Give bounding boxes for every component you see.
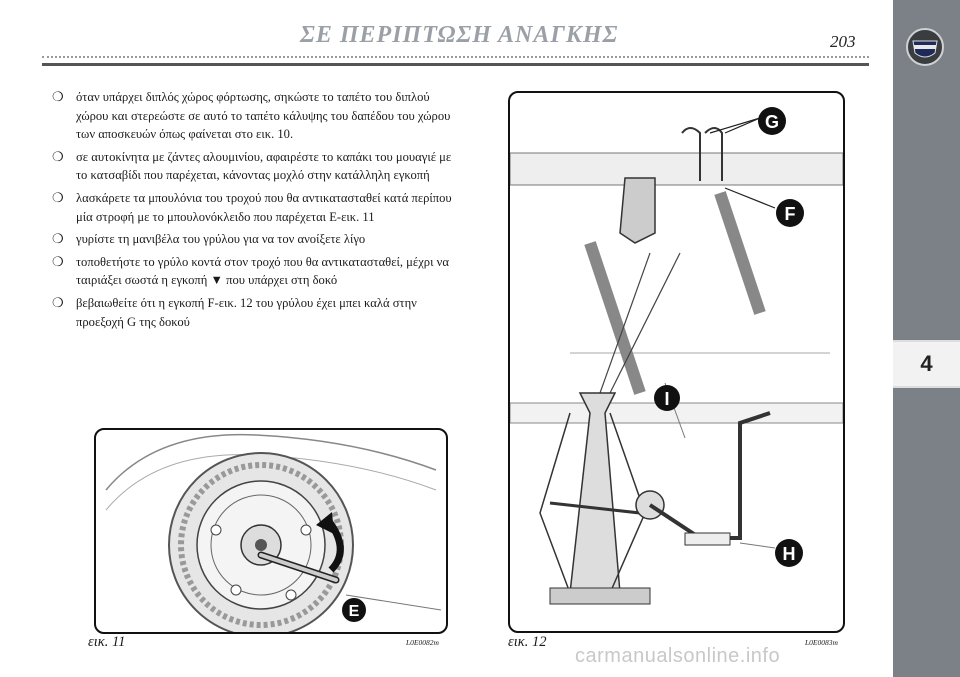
bullet-mark: ❍ [52,148,64,164]
figure-11-code: L0E0082m [406,638,439,647]
figure-11-wheel-wrench: E [94,428,448,634]
label-g: G [765,112,779,132]
list-item: ❍ λασκάρετε τα μπουλόνια του τροχού που θ… [52,189,464,226]
page-number: 203 [830,32,856,51]
header-rule [42,63,869,66]
bullet-mark: ❍ [52,89,64,104]
label-e: E [349,603,360,620]
list-item-text: βεβαιωθείτε ότι η εγκοπή F-εικ. 12 του γ… [76,295,417,329]
bullet-mark: ❍ [52,189,64,205]
bullet-mark: ❍ [52,253,64,269]
label-h: H [783,544,796,564]
list-item-text: σε αυτοκίνητα με ζάντες αλουμινίου, αφαι… [76,149,452,183]
chapter-tab[interactable]: 4 [893,340,960,388]
list-item: ❍ σε αυτοκίνητα με ζάντες αλουμινίου, αφα… [52,148,464,185]
figure-12-code: L0E0083m [805,638,838,647]
instruction-list: ❍ όταν υπάρχει διπλός χώρος φόρτωσης, σηκ… [52,88,464,335]
label-f: F [785,204,796,224]
figure-12-caption: εικ. 12 [508,634,547,650]
jack-illustration: G F I H [510,107,843,605]
page-title: ΣΕ ΠΕΡΙΠΤΩΣΗ ΑΝΑΓΚΗΣ [300,22,619,48]
list-item: ❍ τοποθετήστε το γρύλο κοντά στον τροχό π… [52,253,464,290]
bullet-mark: ❍ [52,231,64,247]
list-item: ❍ όταν υπάρχει διπλός χώρος φόρτωσης, σηκ… [52,88,464,144]
watermark: carmanualsonline.info [575,645,781,667]
list-item: ❍ γυρίστε τη μανιβέλα του γρύλου για να τ… [52,230,464,249]
lancia-logo-icon [906,28,944,66]
list-item: ❍ βεβαιωθείτε ότι η εγκοπή F-εικ. 12 του … [52,294,464,331]
chapter-number: 4 [920,351,933,376]
wheel-illustration: E [105,433,442,632]
list-item-text: γυρίστε τη μανιβέλα του γρύλου για να το… [76,232,366,247]
list-item-text: τοποθετήστε το γρύλο κοντά στον τροχό πο… [76,254,449,288]
list-item-text: λασκάρετε τα μπουλόνια του τροχού που θα… [76,190,452,224]
side-tab [893,0,960,677]
list-item-text: όταν υπάρχει διπλός χώρος φόρτωσης, σηκώ… [76,90,451,142]
figure-12-jack: G F I H [508,91,845,633]
figure-11-caption: εικ. 11 [88,634,126,650]
header-dotted-rule [42,56,869,58]
bullet-mark: ❍ [52,294,64,310]
label-i: I [664,389,669,409]
